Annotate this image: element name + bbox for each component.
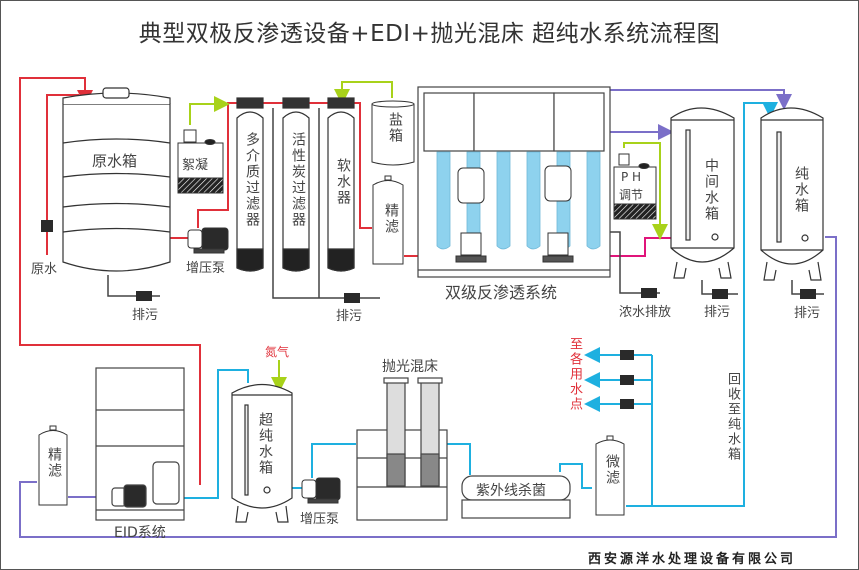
- precision-filter-1: [372, 175, 404, 265]
- label-ro-system: 双级反渗透系统: [445, 283, 558, 302]
- pipe-polish-to-uv: [446, 443, 471, 475]
- booster-pump-1: [187, 227, 229, 254]
- label-concentrate-drain: 浓水排放: [619, 305, 672, 320]
- pipe-pure-tank-loop: [19, 236, 837, 538]
- pipe-pump-to-filters: [197, 102, 358, 228]
- pipe-concentrate-drain: [610, 231, 660, 294]
- valve-filters-drain: [344, 293, 360, 303]
- polishing-bed: [356, 377, 448, 521]
- valve-raw-inlet: [41, 220, 53, 232]
- label-raw-tank-drain: 排污: [132, 308, 159, 323]
- label-intermediate-tank: 中间水箱: [703, 158, 719, 222]
- pipe-raw-tank-drain: [107, 275, 160, 297]
- pipe-softener-to-filter: [358, 102, 372, 229]
- pipe-edi-to-ultrapure: [178, 369, 249, 499]
- label-return-loop: 回收至纯水箱: [725, 372, 740, 462]
- valve-raw-drain: [136, 291, 152, 301]
- pipe-ro-to-pure-tank: [610, 89, 792, 110]
- pipe-pump-to-polish: [311, 443, 356, 478]
- ultrapure-tank: [231, 384, 293, 523]
- label-booster-pump-1: 增压泵: [186, 261, 226, 276]
- intermediate-tank: [670, 107, 735, 279]
- salt-tank: [371, 100, 415, 166]
- valve-concentrate: [641, 288, 657, 298]
- label-point-of-use: 至各用水点: [567, 337, 582, 412]
- label-pure-water-tank: 纯水箱: [793, 166, 809, 214]
- label-carbon-filter: 活性炭过滤器: [290, 132, 306, 228]
- label-salt-tank: 盐箱: [387, 112, 403, 144]
- valve-pure-drain: [800, 289, 816, 299]
- filter-vessels: [236, 97, 355, 272]
- pipe-salt-to-softener: [334, 81, 393, 105]
- pure-water-tank: [760, 107, 824, 281]
- label-booster-pump-2: 增压泵: [300, 512, 340, 527]
- label-precision-filter-1: 精滤: [383, 203, 399, 235]
- label-ph-1: P H: [621, 170, 642, 184]
- flocculant-tank: [177, 129, 224, 194]
- precision-filter-2: [38, 425, 68, 506]
- label-raw-water-tank: 原水箱: [92, 152, 138, 170]
- label-nitrogen: 氮气: [265, 345, 290, 359]
- label-intermediate-drain: 排污: [704, 305, 731, 320]
- ph-tank: [613, 153, 657, 220]
- valve-use-1: [620, 350, 634, 360]
- label-ph-2: 调节: [619, 188, 644, 202]
- pipe-ph-dosing: [623, 142, 668, 240]
- label-pure-tank-drain: 排污: [794, 306, 821, 321]
- pipe-uv-to-micro: [559, 463, 592, 489]
- label-micro-filter: 微滤: [604, 454, 620, 486]
- label-softener: 软水器: [335, 158, 351, 206]
- booster-pump-2: [301, 477, 341, 504]
- ro-pumps: [455, 165, 574, 263]
- valve-use-2: [620, 375, 634, 385]
- label-uv-sterilizer: 紫外线杀菌: [476, 483, 546, 499]
- pipe-micro-out: [626, 102, 778, 507]
- valves: [41, 220, 816, 409]
- micro-filter: [595, 435, 625, 516]
- label-raw-water-inlet: 原水: [31, 262, 58, 277]
- pipe-flocculant-dosing: [189, 96, 230, 125]
- pipe-edi-return: [19, 77, 201, 485]
- label-precision-filter-2: 精滤: [46, 447, 62, 479]
- label-multimedia-filter: 多介质过滤器: [244, 132, 260, 228]
- label-polishing-bed: 抛光混床: [382, 359, 438, 375]
- raw-water-tank: [62, 87, 171, 272]
- label-flocculant: 絮凝: [182, 158, 209, 173]
- uv-sterilizer: [461, 475, 571, 519]
- edi-skid: [95, 367, 185, 521]
- label-edi-system: EID系统: [114, 525, 166, 541]
- company-name: 西安源洋水处理设备有限公司: [588, 552, 797, 567]
- label-ultrapure-tank: 超纯水箱: [257, 412, 273, 476]
- label-filter-drain: 排污: [336, 309, 363, 324]
- valve-use-3: [620, 399, 634, 409]
- diagram-title: 典型双极反渗透设备+EDI+抛光混床 超纯水系统流程图: [138, 21, 721, 47]
- valve-intermediate-drain: [712, 289, 728, 299]
